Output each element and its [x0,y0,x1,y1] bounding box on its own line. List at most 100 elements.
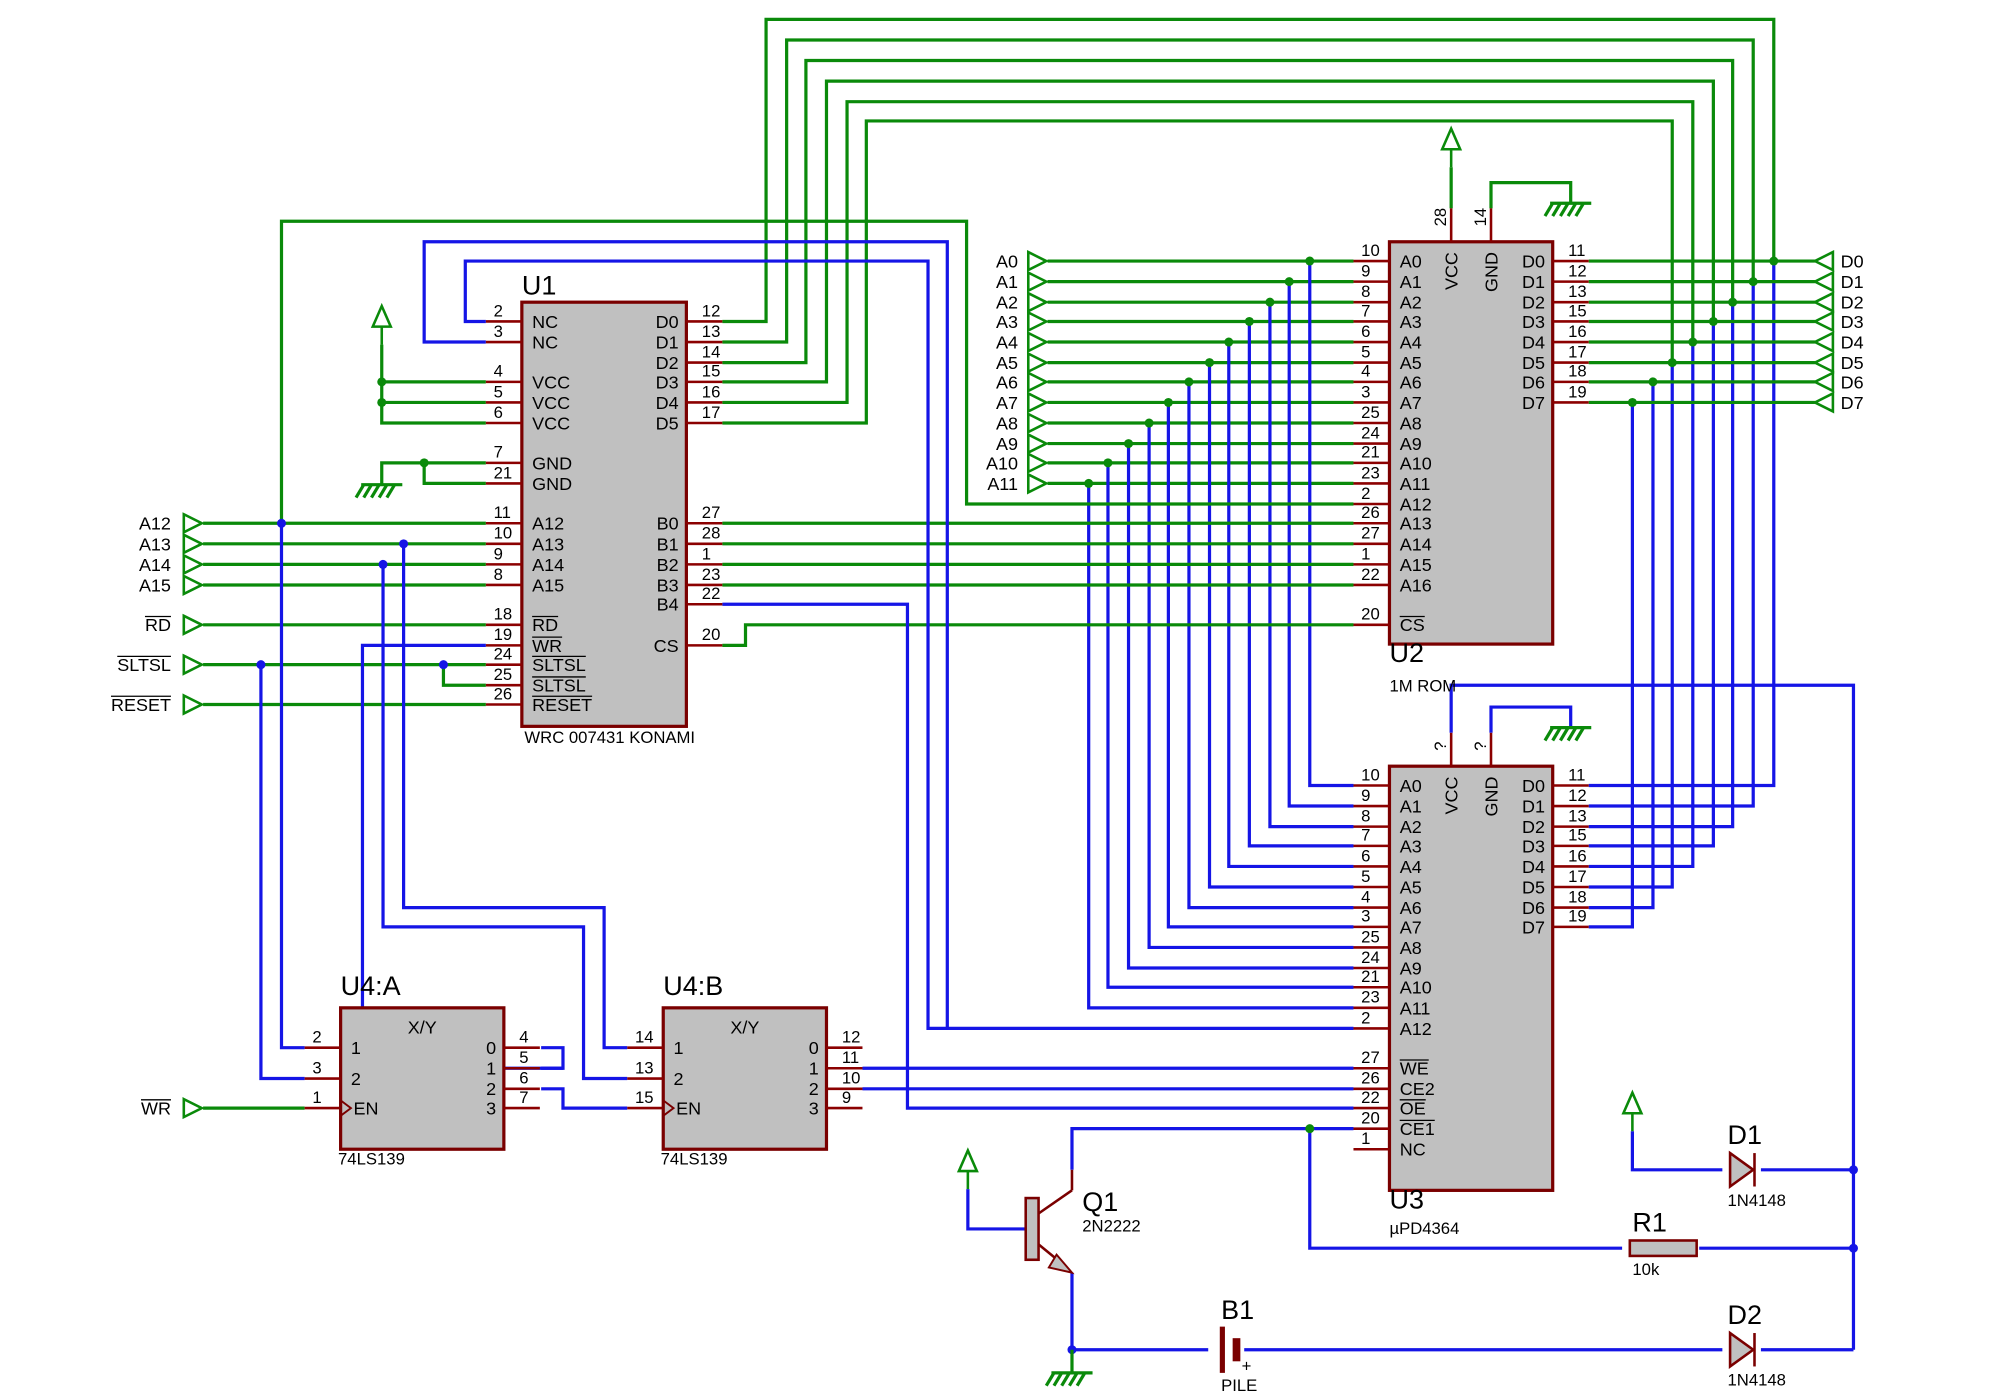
pin-name: NC [1400,1140,1426,1160]
pin-number: 8 [1361,806,1370,825]
data-wire-u1-d2 [722,58,1735,365]
net-terminal: A6 [996,370,1050,393]
terminal-label: A9 [996,434,1018,454]
pin-number: 6 [1361,846,1370,865]
terminal-label: A8 [996,413,1018,433]
junction-dot [1648,377,1658,387]
pin-name: D2 [656,353,679,373]
net-terminal: A9 [996,432,1050,455]
pin-number: 18 [1568,887,1587,906]
junction-dot [1284,277,1294,287]
pin-name: D2 [1522,293,1545,313]
pin-number: 18 [1568,362,1587,381]
pin-number: 4 [1361,362,1370,381]
pin-number: 26 [1361,1069,1380,1088]
pin-number: 27 [1361,524,1380,543]
wire-u3-gnd [1489,705,1573,733]
pin-number: 10 [842,1069,861,1088]
wire-nc-a12 [463,259,1354,1031]
chip-body [339,1006,506,1151]
addr-bus-wire-a10 [1106,462,1354,989]
net-terminal: D1 [1812,270,1864,293]
pin-name: D4 [1522,857,1545,877]
data-wire-u1-d1 [722,38,1755,344]
ground-hatch [1075,1372,1087,1387]
pin-number: 15 [1568,826,1587,845]
pin-number: 1 [1361,544,1370,563]
pin-name: A12 [1400,1019,1432,1039]
pin-number: 21 [494,463,513,482]
junction-dot [419,458,429,468]
pin-name: D3 [656,372,679,392]
pin-number: 11 [1568,765,1585,784]
pin-number: 23 [1361,988,1380,1007]
pin-name: SLTSL [532,655,586,675]
pin-number: 2 [1361,1008,1370,1027]
terminal-label: A13 [139,534,171,554]
pin-name: 0 [809,1038,819,1058]
terminal-label: D4 [1841,332,1864,352]
net-terminal: SLTSL [117,653,205,676]
diode-d1-value: 1N4148 [1728,1191,1786,1210]
wire-ce1 [1070,1127,1354,1170]
junction-dot [1627,397,1637,407]
pin-name: D1 [656,332,679,352]
ground-hatch [1566,726,1578,742]
terminal-arrow [182,653,205,676]
q1-ref: Q1 [1082,1187,1118,1217]
net-terminal: A8 [996,411,1050,435]
terminal-arrow [1026,351,1050,374]
pin-name: D1 [1522,272,1545,292]
pin-name: A7 [1400,917,1422,937]
terminal-label: A2 [996,293,1018,313]
pin-name: D7 [1522,917,1545,937]
pin-number: 28 [702,524,721,543]
pin-number: 19 [1568,382,1587,401]
terminal-arrow [1812,351,1835,374]
pin-name: 0 [486,1038,496,1058]
r1-value: 10k [1632,1260,1660,1279]
ground-hatch [1543,726,1555,742]
chip-value: 1M ROM [1389,677,1456,696]
pin-number: 19 [1568,907,1587,926]
ground-hatch [370,483,381,499]
pin-number: 9 [1361,261,1370,280]
net-terminal: D7 [1812,391,1864,414]
wires [203,17,1858,1373]
addr-bus-wire-a0 [1308,261,1354,788]
pin-name: 1 [486,1059,496,1079]
pin-number: 6 [1361,322,1370,341]
pin-name: D3 [1522,836,1545,856]
pin-number: 12 [702,301,721,320]
terminal-label: SLTSL [117,655,171,675]
pin-number: 28 [1431,208,1450,227]
ground-symbol [354,483,403,499]
pin-name: B1 [657,534,679,554]
terminal-arrow [1812,391,1835,414]
data-wire-u1-d5 [722,119,1674,425]
power-symbol [956,1147,979,1190]
pin-name: RD [532,615,558,635]
terminal-arrow [182,512,205,535]
pin-number: 20 [1361,1109,1380,1128]
pin-name: D3 [1522,312,1545,332]
pin-name: EN [353,1099,378,1119]
pin-number: 7 [1361,826,1370,845]
terminal-arrow [1026,310,1050,333]
junction-dot [1728,297,1738,307]
terminal-label: WR [141,1099,171,1119]
pin-name: CS [654,636,679,656]
junction-dot [256,660,266,670]
power-arrow [956,1147,979,1173]
data-bus-wire-d2 [1588,302,1735,829]
terminal-arrow [1026,270,1050,293]
pin-name: A5 [1400,877,1422,897]
net-terminal: A12 [139,512,205,535]
pin-number: 1 [312,1088,321,1107]
pin-name: D5 [656,413,679,433]
terminal-arrow [1812,249,1835,273]
wire-gnd [422,461,486,486]
